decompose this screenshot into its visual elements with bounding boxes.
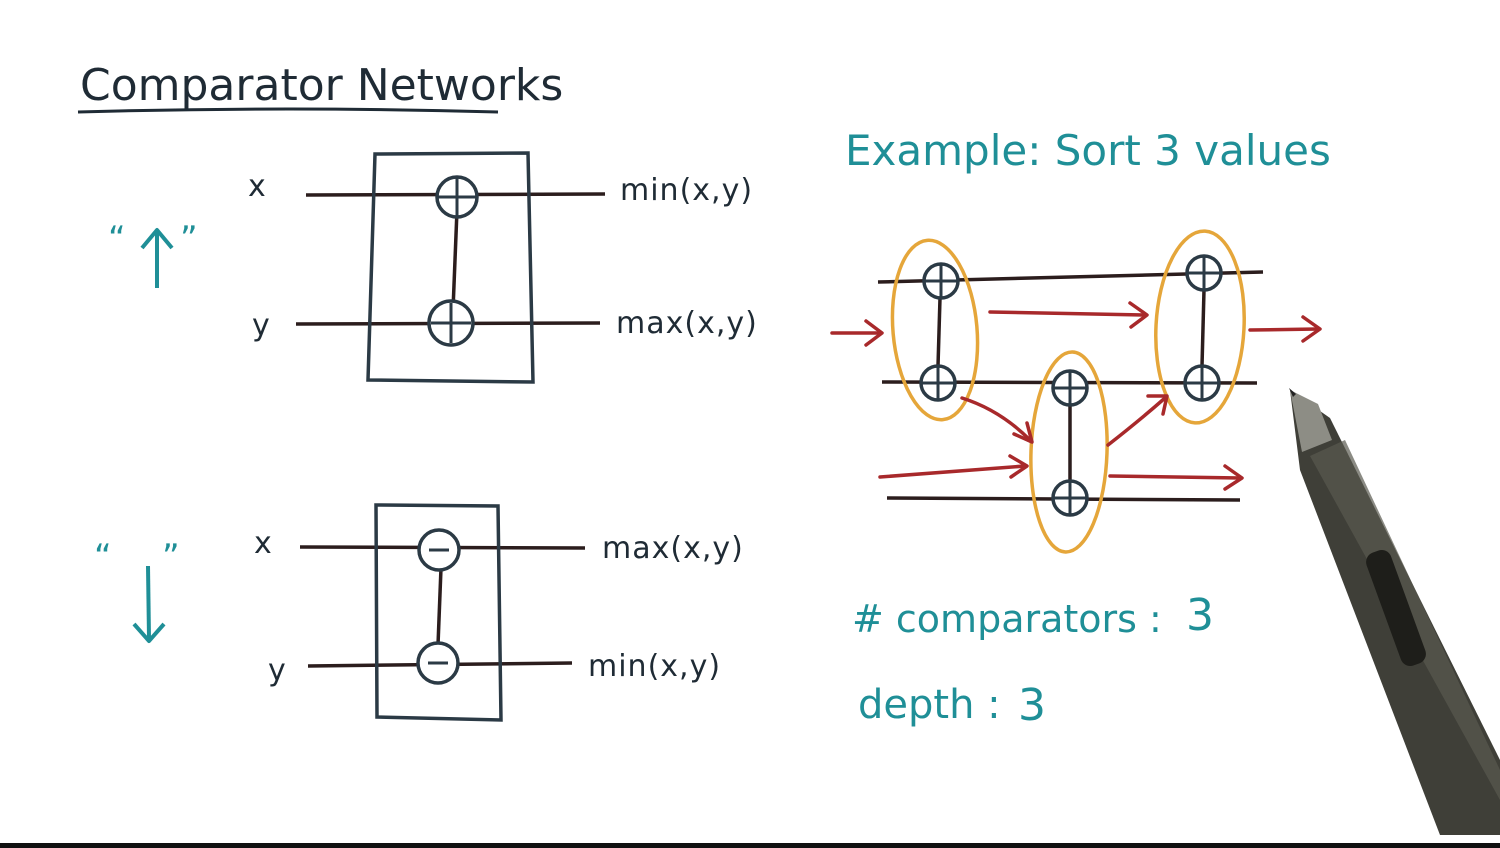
down-gate-bottom-minus-icon: [416, 641, 460, 685]
down-output-max: max(x,y): [602, 531, 744, 566]
flow-arrow-wire3-to-stage2-icon: [878, 454, 1029, 479]
comparator-2-bottom-plus-icon: [1051, 479, 1089, 517]
down-label-close-quote: ”: [162, 537, 180, 577]
up-label-close-quote: ”: [180, 219, 198, 259]
flow-arrow-stage2-out-icon: [1108, 464, 1244, 491]
down-output-min: min(x,y): [588, 649, 721, 684]
comparator-3-bottom-plus-icon: [1183, 364, 1221, 402]
down-input-y: y: [268, 653, 286, 688]
flow-arrow-stage2-to-stage3-icon: [1106, 394, 1169, 447]
down-comparator-diagram: “ ” x y max(x,y) min(x,y): [94, 503, 744, 722]
up-comparator-diagram: “ ” x y min(x,y) max(x,y): [108, 151, 758, 384]
down-comparator-link: [436, 567, 443, 646]
down-gate-top-minus-icon: [417, 528, 461, 572]
comparators-count-value: 3: [1186, 590, 1214, 641]
down-input-x: x: [254, 526, 272, 561]
down-comparator-box: [374, 503, 503, 722]
down-arrow-icon: [132, 565, 166, 643]
flow-arrow-stage1-to-stage2-icon: [960, 396, 1034, 444]
comparator-3-top-plus-icon: [1185, 254, 1223, 292]
stage-2-highlight: [1029, 350, 1109, 554]
page-title: Comparator Networks: [80, 60, 563, 111]
comparators-count-label: # comparators :: [852, 597, 1162, 641]
comparator-1-bottom-plus-icon: [919, 364, 957, 402]
flow-arrow-out-icon: [1248, 315, 1322, 343]
depth-label: depth :: [858, 682, 1001, 728]
stage-1-highlight: [890, 238, 980, 422]
stylus-pen-icon: [1289, 388, 1500, 835]
up-input-x: x: [248, 169, 266, 204]
up-label-open-quote: “: [108, 219, 126, 259]
down-label-open-quote: “: [94, 537, 112, 577]
comparator-3-link: [1200, 289, 1206, 367]
up-input-y: y: [252, 308, 270, 343]
up-arrow-icon: [140, 228, 174, 288]
bottom-bar: [0, 843, 1500, 848]
up-comparator-link: [451, 209, 459, 311]
flow-arrow-in-icon: [830, 319, 884, 347]
flow-arrow-stage1-to-stage3-icon: [988, 301, 1149, 329]
up-output-min: min(x,y): [620, 173, 753, 208]
example-title: Example: Sort 3 values: [845, 126, 1331, 175]
up-gate-top-plus-icon: [435, 175, 479, 219]
comparator-1-top-plus-icon: [922, 262, 960, 300]
comparator-2-top-plus-icon: [1051, 369, 1089, 407]
up-gate-bottom-plus-icon: [427, 299, 475, 347]
comparator-1-link: [936, 297, 942, 367]
up-comparator-box: [366, 151, 535, 384]
title-underline: [77, 107, 499, 114]
up-output-max: max(x,y): [616, 306, 758, 341]
stage-3-highlight: [1154, 229, 1246, 425]
depth-value: 3: [1018, 680, 1046, 731]
example-network: Example: Sort 3 values: [830, 126, 1331, 731]
